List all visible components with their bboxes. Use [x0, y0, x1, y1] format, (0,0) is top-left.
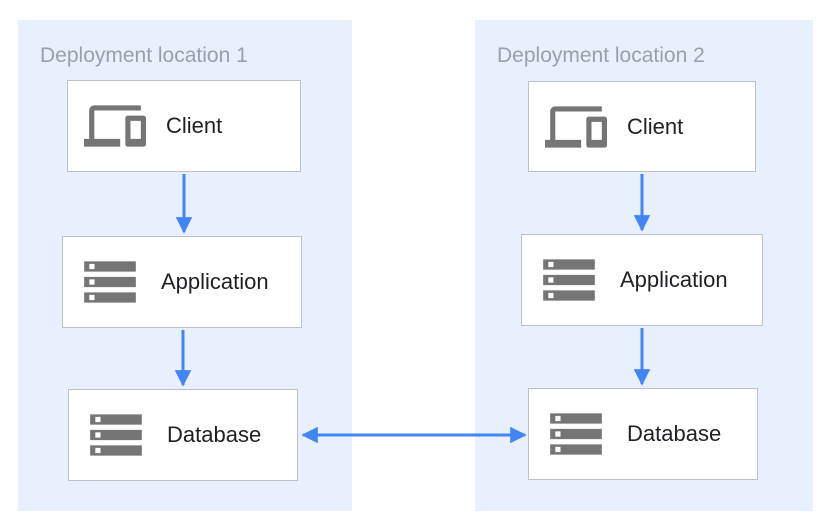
location-1-client-node: Client: [67, 80, 301, 172]
panel-title: Deployment location 2: [497, 44, 705, 67]
storage-icon: [545, 403, 607, 465]
storage-icon: [79, 251, 141, 313]
devices-icon: [84, 95, 146, 157]
location-2-database-node: Database: [528, 388, 758, 480]
panel-title: Deployment location 1: [40, 44, 248, 67]
storage-icon: [85, 404, 147, 466]
node-label: Application: [620, 267, 728, 292]
node-label: Database: [627, 421, 722, 446]
storage-icon: [538, 249, 600, 311]
location-1-application-node: Application: [62, 236, 302, 328]
node-label: Client: [627, 113, 684, 139]
location-1-database-node: Database: [68, 389, 298, 481]
location-2-application-node: Application: [521, 234, 763, 326]
node-label: Database: [167, 422, 262, 447]
node-label: Client: [166, 113, 223, 138]
devices-icon: [545, 96, 607, 158]
location-2-client-node: Client: [528, 81, 756, 172]
node-label: Application: [161, 269, 269, 294]
